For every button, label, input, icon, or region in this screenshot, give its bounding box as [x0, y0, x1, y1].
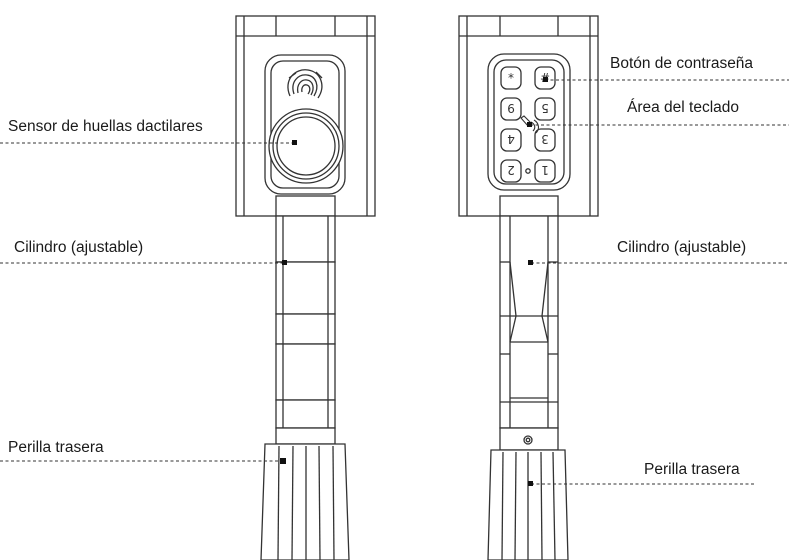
front-lock-view	[235, 15, 376, 560]
fingerprint-sensor-label: Sensor de huellas dactilares	[8, 118, 203, 135]
cylinder-right-label: Cilindro (ajustable)	[617, 239, 747, 256]
rear-cylinder	[499, 215, 559, 451]
rear-lock-view: * # 9 5 4 3 2 1	[458, 15, 599, 560]
cylinder-left-label: Cilindro (ajustable)	[14, 239, 144, 256]
key-9[interactable]	[500, 97, 522, 121]
password-button-label: Botón de contraseña	[610, 55, 754, 72]
rear-knob-right-label: Perilla trasera	[644, 461, 740, 478]
fingerprint-sensor[interactable]	[268, 108, 344, 184]
key-3[interactable]	[534, 128, 556, 152]
key-1-label: 1	[541, 163, 549, 177]
front-rear-knob	[260, 443, 350, 560]
key-4-label: 4	[507, 132, 515, 146]
key-2-label: 2	[507, 163, 515, 177]
key-5[interactable]	[534, 97, 556, 121]
key-9-label: 9	[507, 101, 515, 115]
indicator-light-icon	[525, 168, 531, 174]
front-cylinder	[275, 215, 336, 445]
key-1[interactable]	[534, 159, 556, 183]
key-4[interactable]	[500, 128, 522, 152]
key-5-label: 5	[541, 101, 549, 115]
rear-knob	[487, 449, 569, 560]
screw-icon-inner	[525, 437, 531, 443]
key-3-label: 3	[541, 132, 549, 146]
rear-knob-left-label: Perilla trasera	[8, 439, 104, 456]
key-star-label: *	[508, 71, 514, 85]
key-2[interactable]	[500, 159, 522, 183]
fingerprint-logo-icon	[287, 69, 323, 99]
key-star-icon[interactable]	[500, 66, 522, 90]
keypad-area-label: Área del teclado	[627, 99, 740, 116]
